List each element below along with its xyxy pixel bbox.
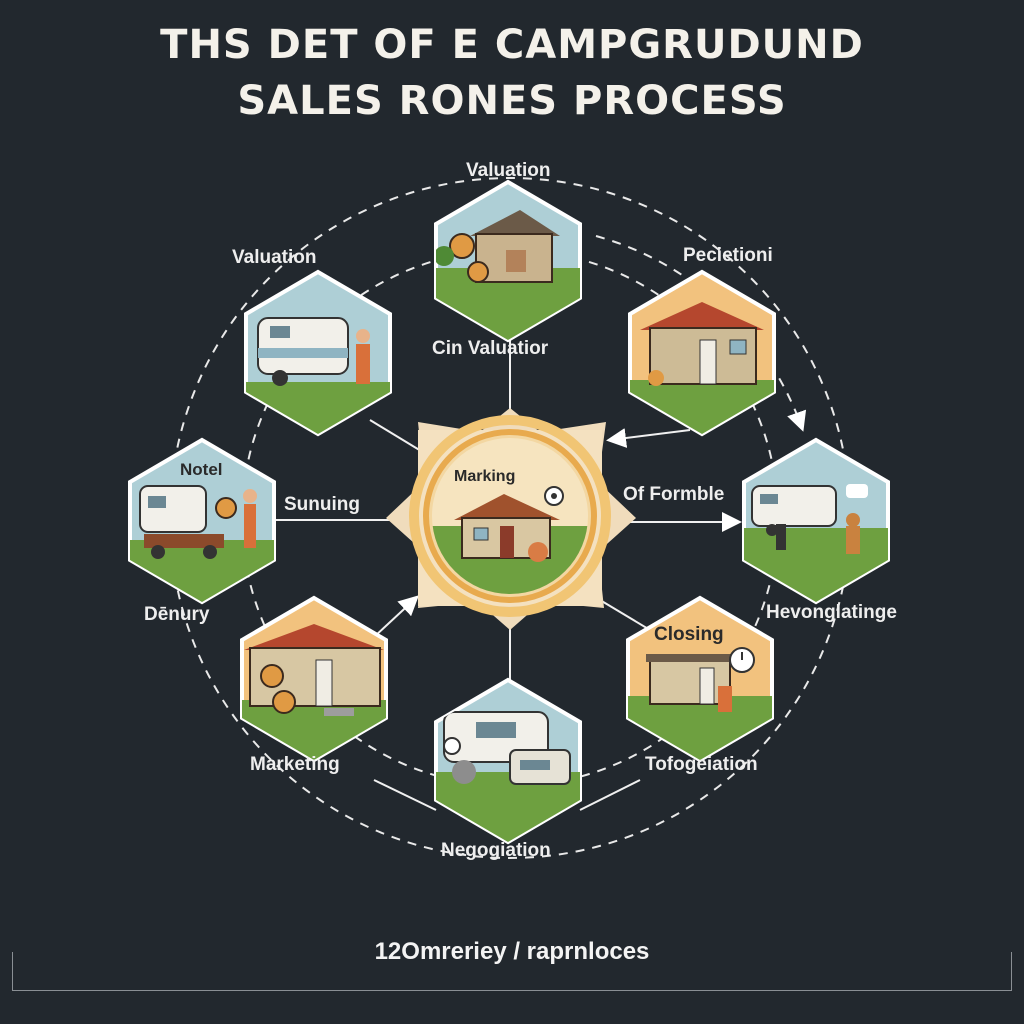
label-inner-top: Cin Valuatior bbox=[432, 338, 549, 359]
label-left-arrow: Sunuing bbox=[284, 494, 360, 515]
hex-node-top[interactable] bbox=[430, 179, 590, 348]
label-top-right: Pecietioni bbox=[683, 245, 773, 266]
label-top-left: Valuation bbox=[232, 247, 317, 268]
footer-rule-right-tick bbox=[1011, 952, 1012, 990]
label-bottom: Negogiation bbox=[441, 840, 551, 861]
label-closing: Closing bbox=[654, 624, 724, 645]
hex-node-top-right[interactable] bbox=[624, 269, 784, 440]
label-bottom-left: Marketing bbox=[250, 754, 340, 775]
label-left-outer: Dēnury bbox=[144, 604, 210, 625]
footer-rule-left-tick bbox=[12, 952, 13, 990]
footer-rule bbox=[12, 990, 1012, 991]
hex-node-left[interactable] bbox=[124, 437, 284, 605]
label-top: Valuation bbox=[466, 160, 551, 181]
hex-node-top-left[interactable] bbox=[240, 269, 400, 442]
label-right-arrow: Of Formble bbox=[623, 484, 725, 505]
label-bottom-right: Tofogeiation bbox=[645, 754, 758, 775]
diagram-title-line-1: THS DET OF E CAMPGRUDUND bbox=[160, 22, 864, 68]
label-left-hex: Notel bbox=[180, 460, 223, 479]
diagram-title-line-2: SALES RONES PROCESS bbox=[237, 78, 787, 124]
hex-node-bottom-left[interactable] bbox=[236, 595, 396, 764]
label-center: Marking bbox=[454, 468, 516, 485]
center-gear-icon bbox=[544, 486, 564, 506]
hex-node-bottom[interactable] bbox=[430, 677, 590, 846]
hex-node-right[interactable] bbox=[738, 437, 898, 605]
hex-node-bottom-right[interactable] bbox=[622, 595, 782, 764]
center-node[interactable] bbox=[386, 408, 636, 630]
footer-caption: 12Omreriey / raprnloces bbox=[374, 938, 650, 965]
label-right-outer: Hevonglatinge bbox=[766, 602, 897, 623]
